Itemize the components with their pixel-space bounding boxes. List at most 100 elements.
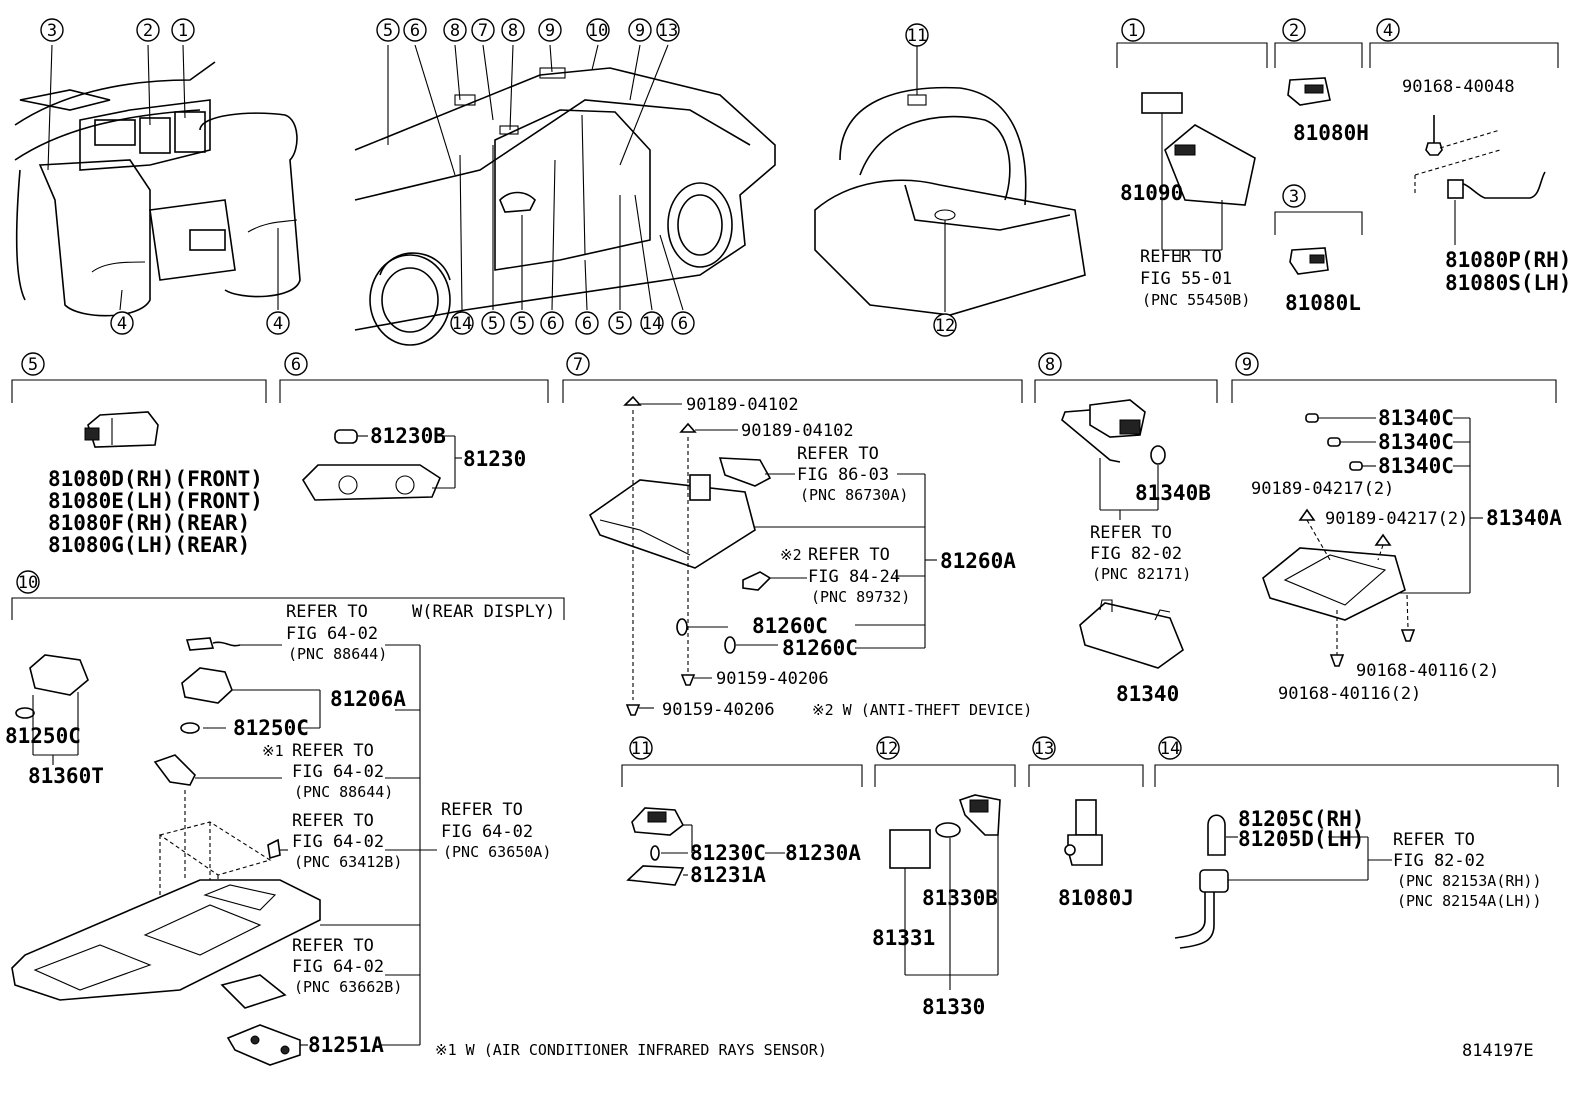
callout-circle [510, 311, 534, 335]
label-81205C: 81205C(RH) [1238, 807, 1364, 831]
label-81330B: 81330B [922, 886, 998, 910]
note-rear-display: W(REAR DISPLY) [412, 602, 555, 622]
callout-number: 2 [1289, 21, 1299, 41]
label-81080S: 81080S(LH) [1445, 271, 1571, 295]
ref-14-line2: FIG 82-02 [1393, 851, 1485, 871]
callout-circle [40, 18, 64, 42]
ref-14-line1: REFER TO [1393, 830, 1475, 850]
callout-number: 11 [631, 739, 651, 759]
callout-number: 9 [1242, 355, 1252, 375]
ref-10a-line1: REFER TO [286, 602, 368, 622]
ref-8-line3: (PNC 82171) [1092, 565, 1191, 583]
label-81330: 81330 [922, 995, 985, 1019]
callout-circle [876, 736, 900, 760]
label-81260C-b: 81260C [782, 636, 858, 660]
ref-10d-line3: (PNC 63662B) [294, 978, 402, 996]
callout-circle [16, 570, 40, 594]
callout-circle [628, 18, 652, 42]
callout-circle [450, 311, 474, 335]
label-81080F: 81080F(RH)(REAR) [48, 511, 250, 535]
label-81360T: 81360T [28, 764, 104, 788]
callout-circle [656, 18, 680, 42]
callout-number: 6 [291, 355, 301, 375]
ref-10b-line2: FIG 64-02 [292, 762, 384, 782]
label-90189-04102-b: 90189-04102 [741, 421, 854, 441]
callout-number: 9 [635, 21, 645, 41]
callout-circle [933, 313, 957, 337]
callout-number: 8 [450, 21, 460, 41]
label-81340C-a: 81340C [1378, 406, 1454, 430]
ref-14-line4: (PNC 82154A(LH)) [1397, 892, 1542, 910]
callout-circle [575, 311, 599, 335]
label-81090: 81090 [1120, 181, 1183, 205]
label-90168-40048: 90168-40048 [1402, 77, 1515, 97]
label-90189-04217-a: 90189-04217(2) [1251, 479, 1394, 499]
callout-circle [471, 18, 495, 42]
callout-number: 13 [658, 21, 678, 41]
callout-number: 5 [383, 21, 393, 41]
callout-circle [403, 18, 427, 42]
callout-circle [1038, 352, 1062, 376]
callout-circle [1376, 18, 1400, 42]
ref-10c-line2: FIG 64-02 [292, 832, 384, 852]
callout-number: 5 [28, 355, 38, 375]
callout-number: 13 [1034, 739, 1054, 759]
callout-circle [640, 311, 664, 335]
callout-circle [171, 18, 195, 42]
callout-circle [1282, 18, 1306, 42]
ref-8-line2: FIG 82-02 [1090, 544, 1182, 564]
callout-number: 4 [273, 314, 283, 334]
label-81230A: 81230A [785, 841, 861, 865]
ref-10c-line3: (PNC 63412B) [294, 853, 402, 871]
callout-number: 8 [1045, 355, 1055, 375]
label-81340C-c: 81340C [1378, 454, 1454, 478]
label-81080P: 81080P(RH) [1445, 248, 1571, 272]
section-7 [588, 395, 937, 716]
callout-circle [566, 352, 590, 376]
callout-number: 14 [452, 314, 472, 334]
callout-circle [671, 311, 695, 335]
section-8 [1061, 399, 1184, 669]
label-81230B: 81230B [370, 424, 446, 448]
callout-circle [21, 352, 45, 376]
callout-number: 7 [478, 21, 488, 41]
section-3 [1274, 211, 1363, 275]
ref-10b-mark: ※1 [262, 742, 284, 760]
callout-number: 6 [547, 314, 557, 334]
section-headers-row2 [11, 379, 1559, 787]
callout-number: 10 [18, 573, 38, 593]
label-90189-04102-a: 90189-04102 [686, 395, 799, 415]
label-81231A: 81231A [690, 863, 766, 887]
label-81230C: 81230C [690, 841, 766, 865]
note-anti-theft: ※2 W (ANTI-THEFT DEVICE) [812, 701, 1032, 719]
callout-number: 3 [1289, 187, 1299, 207]
ref-14-line3: (PNC 82153A(RH)) [1397, 872, 1542, 890]
ref-7b-line1: REFER TO [808, 545, 890, 565]
label-90168-40116-b: 90168-40116(2) [1278, 684, 1421, 704]
label-81230: 81230 [463, 447, 526, 471]
callout-circle [1121, 18, 1145, 42]
callout-number: 12 [878, 739, 898, 759]
label-90189-04217-b: 90189-04217(2) [1325, 509, 1468, 529]
section-4 [1369, 42, 1559, 245]
callout-number: 7 [573, 355, 583, 375]
figure-id: 814197E [1462, 1041, 1534, 1061]
label-81250C-a: 81250C [5, 724, 81, 748]
callout-number: 11 [907, 26, 927, 46]
callout-number: 8 [508, 21, 518, 41]
callout-circle [284, 352, 308, 376]
callout-number: 14 [1160, 739, 1180, 759]
section-13 [1064, 799, 1103, 866]
ref-1-line2: FIG 55-01 [1140, 269, 1232, 289]
callout-circle [110, 311, 134, 335]
label-81080D: 81080D(RH)(FRONT) [48, 467, 263, 491]
callout-number: 14 [642, 314, 662, 334]
ref-7a-line2: FIG 86-03 [797, 465, 889, 485]
callout-number: 5 [517, 314, 527, 334]
ref-10c-line1: REFER TO [292, 811, 374, 831]
callout-number: 6 [410, 21, 420, 41]
callout-circle [586, 18, 610, 42]
section-14 [1174, 814, 1392, 949]
callout-circle [481, 311, 505, 335]
